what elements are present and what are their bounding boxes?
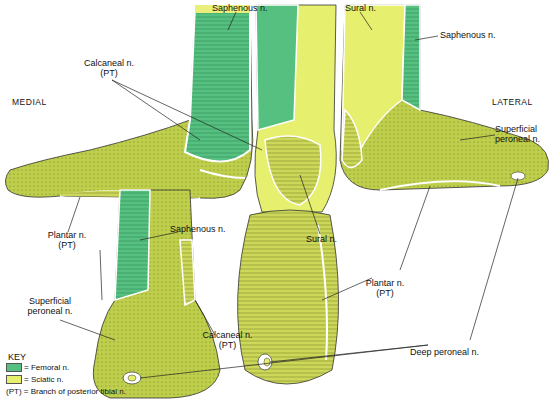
nerve-label: Sural n. bbox=[345, 3, 395, 13]
legend-row: = Sciatic n. bbox=[6, 375, 63, 384]
nerve-label: Superficial peroneal n. bbox=[20, 296, 80, 316]
nerve-label: Plantar n. (PT) bbox=[360, 278, 410, 298]
nerve-label: Calcaneal n. (PT) bbox=[200, 330, 255, 350]
legend-row: = Femoral n. bbox=[6, 363, 69, 372]
nerve-label: Saphenous n. bbox=[170, 224, 250, 234]
medial-foot bbox=[5, 5, 252, 198]
legend-text: = Femoral n. bbox=[24, 363, 69, 372]
posterior-view bbox=[238, 5, 339, 384]
legend-swatch bbox=[6, 375, 22, 384]
nerve-label: Sural n. bbox=[306, 234, 356, 244]
nerve-label: MEDIAL bbox=[12, 97, 72, 107]
nerve-label: Saphenous n. bbox=[212, 3, 282, 13]
legend-text: = Sciatic n. bbox=[24, 375, 63, 384]
anterior-foot bbox=[93, 190, 220, 398]
nerve-label: Plantar n. (PT) bbox=[42, 230, 92, 250]
nerve-label: Saphenous n. bbox=[440, 30, 520, 40]
leader-lines bbox=[60, 12, 518, 378]
legend-text: (PT) = Branch of posterior tibial n. bbox=[6, 387, 126, 396]
nerve-label: LATERAL bbox=[492, 97, 552, 107]
nerve-label: KEY bbox=[8, 352, 48, 362]
nerve-label: Superficial peroneal n. bbox=[495, 124, 553, 144]
nerve-label: Calcaneal n. (PT) bbox=[80, 58, 138, 78]
nerve-label: Deep peroneal n. bbox=[410, 347, 500, 357]
legend-row: (PT) = Branch of posterior tibial n. bbox=[6, 387, 126, 396]
legend-swatch bbox=[6, 363, 22, 372]
